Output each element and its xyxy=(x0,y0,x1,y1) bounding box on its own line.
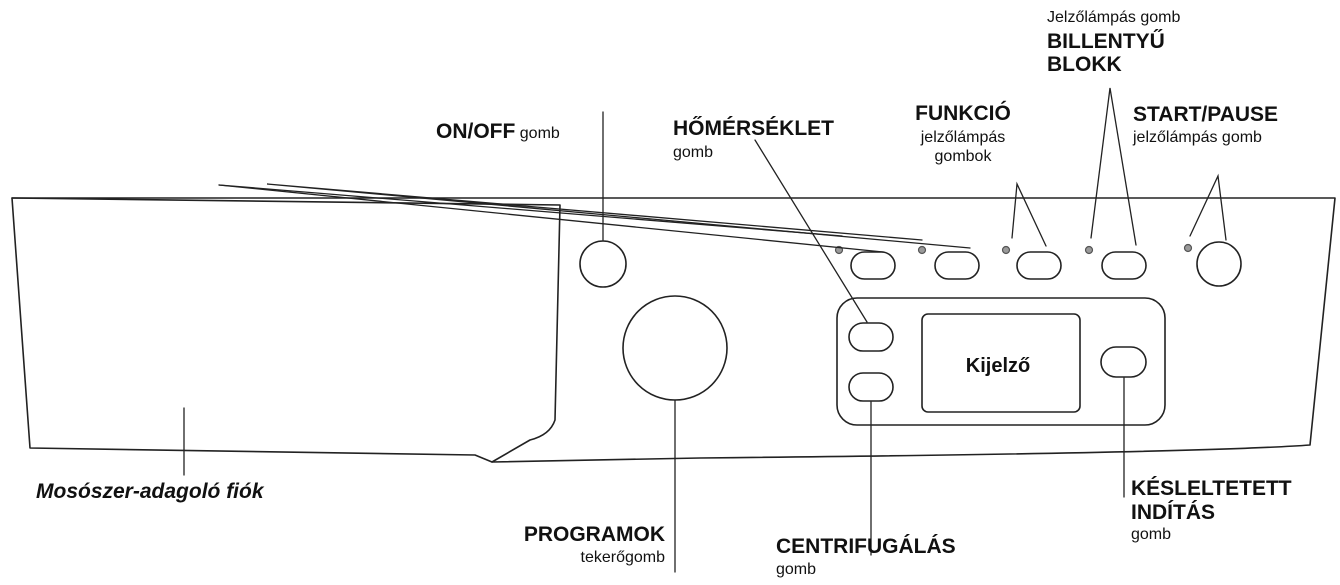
leader-start-pause xyxy=(1189,173,1227,241)
label-onoff-sub: gomb xyxy=(519,125,560,142)
label-detergent-drawer: Mosószer-adagoló fiók xyxy=(36,480,264,504)
label-start-pause-title: START/PAUSE xyxy=(1133,103,1279,126)
indicator-lamp-4 xyxy=(1084,245,1094,255)
label-function: FUNKCIÓ jelzőlámpás gombok xyxy=(878,102,1048,166)
detergent-drawer xyxy=(11,197,561,463)
function-button-1[interactable] xyxy=(850,251,896,280)
label-keylock-title2: BLOKK xyxy=(1047,53,1122,77)
label-delay-start-title2: INDÍTÁS xyxy=(1131,500,1215,524)
control-panel-outline xyxy=(11,197,1336,463)
label-onoff-title: ON/OFF xyxy=(436,120,516,143)
label-programs-sub: tekerőgomb xyxy=(580,548,666,566)
label-keylock-title1: BILLENTYŰ xyxy=(1047,29,1165,53)
label-spin-sub: gomb xyxy=(776,560,817,578)
label-start-pause: START/PAUSE jelzőlámpás gomb xyxy=(1133,103,1278,146)
program-knob[interactable] xyxy=(622,295,728,401)
indicator-lamp-5 xyxy=(1183,243,1193,253)
label-spin-title: CENTRIFUGÁLÁS xyxy=(776,535,956,558)
leader-function-group-1b xyxy=(218,184,884,253)
indicator-lamp-2 xyxy=(917,245,927,255)
leader-function-group-3 xyxy=(1011,181,1047,247)
indicator-lamp-3 xyxy=(1001,245,1011,255)
function-button-2[interactable] xyxy=(934,251,980,280)
display-module xyxy=(836,297,1166,426)
leader-function-group-2 xyxy=(266,183,971,249)
start-pause-button[interactable] xyxy=(1196,241,1242,287)
label-spin: CENTRIFUGÁLÁS gomb xyxy=(776,535,956,578)
label-function-line2: jelzőlámpás xyxy=(920,128,1006,146)
spin-button[interactable] xyxy=(848,372,894,402)
label-function-title: FUNKCIÓ xyxy=(915,102,1011,125)
label-delay-start-sub: gomb xyxy=(1131,526,1172,544)
label-keylock-line1: Jelzőlámpás gomb xyxy=(1047,9,1181,26)
onoff-button[interactable] xyxy=(579,240,627,288)
display-screen xyxy=(921,313,1081,413)
temperature-button[interactable] xyxy=(848,322,894,352)
display-label: Kijelző xyxy=(966,355,1030,377)
keylock-button[interactable] xyxy=(1101,251,1147,280)
label-delay-start-title1: KÉSLELTETETT xyxy=(1131,477,1292,500)
label-detergent-drawer-text: Mosószer-adagoló fiók xyxy=(36,480,264,503)
label-temperature: HŐMÉRSÉKLET gomb xyxy=(673,117,834,161)
label-temperature-sub: gomb xyxy=(673,143,714,161)
label-keylock: Jelzőlámpás gomb BILLENTYŰ BLOKK xyxy=(1047,9,1180,77)
delay-start-button[interactable] xyxy=(1100,346,1147,378)
label-delay-start: KÉSLELTETETT INDÍTÁS gomb xyxy=(1131,477,1292,544)
leader-keylock xyxy=(1090,87,1137,246)
function-button-3[interactable] xyxy=(1016,251,1062,280)
label-temperature-title: HŐMÉRSÉKLET xyxy=(673,117,835,140)
label-programs: PROGRAMOK tekerőgomb xyxy=(445,523,665,566)
label-start-pause-sub: jelzőlámpás gomb xyxy=(1133,128,1262,146)
label-onoff: ON/OFF gomb xyxy=(436,120,560,144)
label-programs-title: PROGRAMOK xyxy=(523,523,665,546)
label-function-line3: gombok xyxy=(934,148,992,166)
